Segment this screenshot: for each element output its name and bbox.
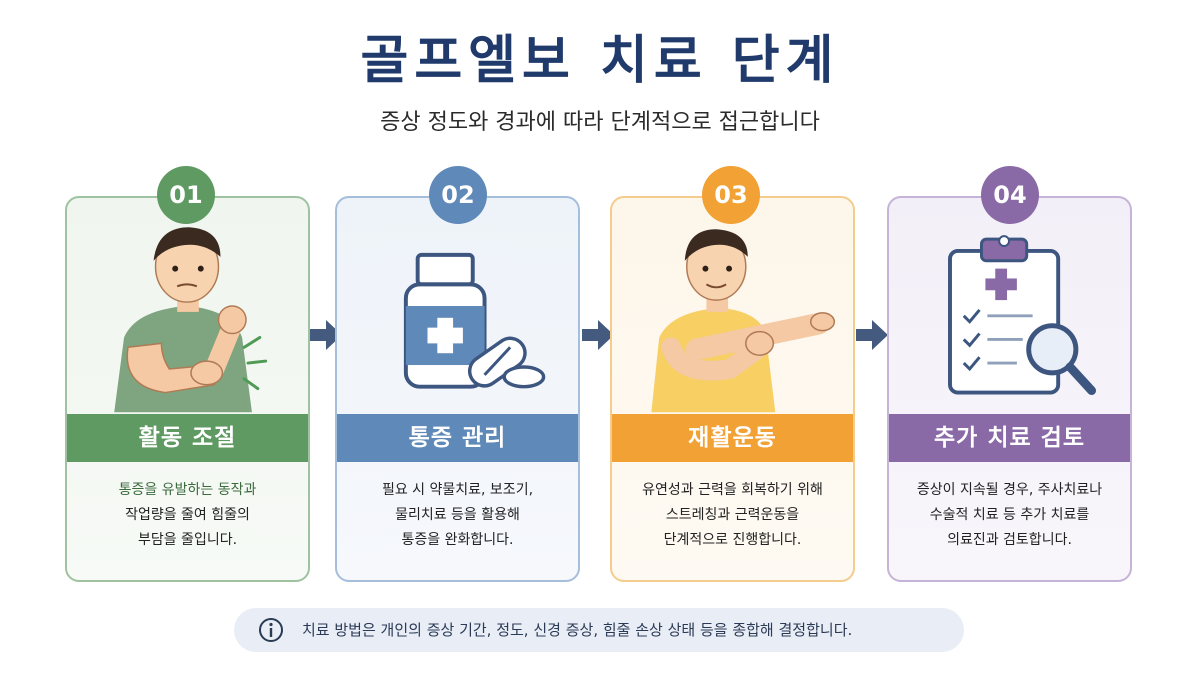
person-holding-elbow-icon bbox=[114, 227, 268, 413]
step-4-badge: 04 bbox=[981, 166, 1039, 224]
step-2-title: 통증 관리 bbox=[337, 414, 578, 462]
page-title: 골프엘보 치료 단계 bbox=[360, 31, 840, 91]
arrow-right-icon bbox=[582, 320, 614, 350]
step-3-badge: 03 bbox=[702, 166, 760, 224]
page-subtitle: 증상 정도와 경과에 따라 단계적으로 접근합니다 bbox=[380, 110, 820, 135]
arrow-right-icon bbox=[856, 320, 888, 350]
info-note: 치료 방법은 개인의 증상 기간, 정도, 신경 증상, 힘줄 손상 상태 등을… bbox=[234, 608, 964, 652]
info-note-text: 치료 방법은 개인의 증상 기간, 정도, 신경 증상, 힘줄 손상 상태 등을… bbox=[302, 621, 853, 639]
step-2-description: 필요 시 약물치료, 보조기, 물리치료 등을 활용해 통증을 완화합니다. bbox=[381, 482, 534, 548]
step-4-card: 추가 치료 검토 증상이 지속될 경우, 주사치료나 수술적 치료 등 추가 치… bbox=[887, 196, 1132, 582]
step-1-description: 통증을 유발하는 동작과 작업량을 줄여 힘줄의 부담을 줄입니다. bbox=[118, 482, 257, 548]
step-3-card: 재활운동 유연성과 근력을 회복하기 위해 스트레칭과 근력운동을 단계적으로 … bbox=[610, 196, 855, 582]
arrow-right-icon bbox=[310, 320, 342, 350]
step-1-title: 활동 조절 bbox=[67, 414, 308, 462]
info-icon bbox=[259, 618, 283, 642]
step-4-title: 추가 치료 검토 bbox=[889, 414, 1130, 462]
clipboard-magnifier-icon bbox=[948, 235, 1097, 396]
step-3-title: 재활운동 bbox=[612, 414, 853, 462]
step-1-badge: 01 bbox=[157, 166, 215, 224]
step-1-card: 활동 조절 통증을 유발하는 동작과 작업량을 줄여 힘줄의 부담을 줄입니다. bbox=[65, 196, 310, 582]
step-2-card: 통증 관리 필요 시 약물치료, 보조기, 물리치료 등을 활용해 통증을 완화… bbox=[335, 196, 580, 582]
person-stretching-icon bbox=[651, 229, 836, 413]
medicine-bottle-icon bbox=[403, 252, 546, 389]
step-3-description: 유연성과 근력을 회복하기 위해 스트레칭과 근력운동을 단계적으로 진행합니다… bbox=[642, 482, 823, 548]
step-4-description: 증상이 지속될 경우, 주사치료나 수술적 치료 등 추가 치료를 의료진과 검… bbox=[916, 482, 1103, 548]
step-2-badge: 02 bbox=[429, 166, 487, 224]
